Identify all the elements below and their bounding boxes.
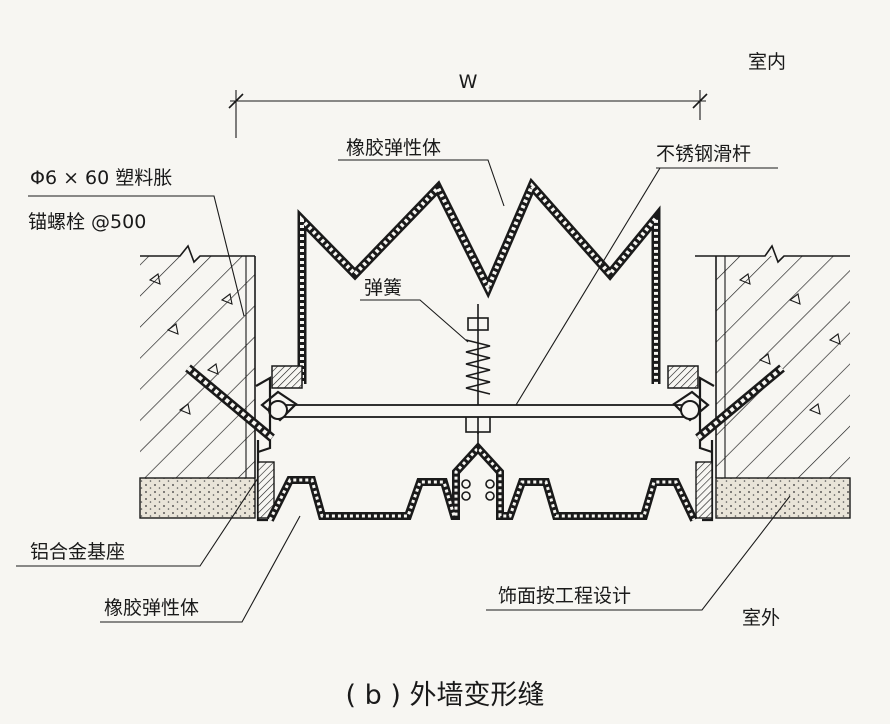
left-anchor-bolt [185,364,275,442]
outdoor-label: 室外 [742,607,780,629]
leader-lines [16,159,791,623]
width-label: W [459,71,478,93]
anchor-label-line2: 锚螺栓 @500 [28,211,146,233]
bottom-rubber-elastomer [266,432,698,522]
rubber-top-label: 橡胶弹性体 [346,137,441,159]
right-alu-base [667,365,715,522]
anchor-label-line1: Φ6 × 60 塑料胀 [30,167,172,189]
right-wall [695,244,850,478]
right-anchor-bolt [695,364,785,442]
alu-base-label: 铝合金基座 [30,541,125,563]
right-foam-strip [715,477,851,519]
slide-rod [281,404,693,418]
left-foam-strip [139,477,256,519]
width-dimension [228,90,708,138]
slide-rod-label: 不锈钢滑杆 [656,143,751,165]
spring-label: 弹簧 [364,277,402,299]
rubber-bottom-label: 橡胶弹性体 [104,597,199,619]
left-wall [140,244,256,478]
left-alu-base [255,365,303,522]
indoor-label: 室内 [748,51,786,73]
finish-label: 饰面按工程设计 [498,585,631,607]
top-rubber-elastomer [297,177,661,384]
figure-caption: ( b ) 外墙变形缝 [346,680,545,711]
